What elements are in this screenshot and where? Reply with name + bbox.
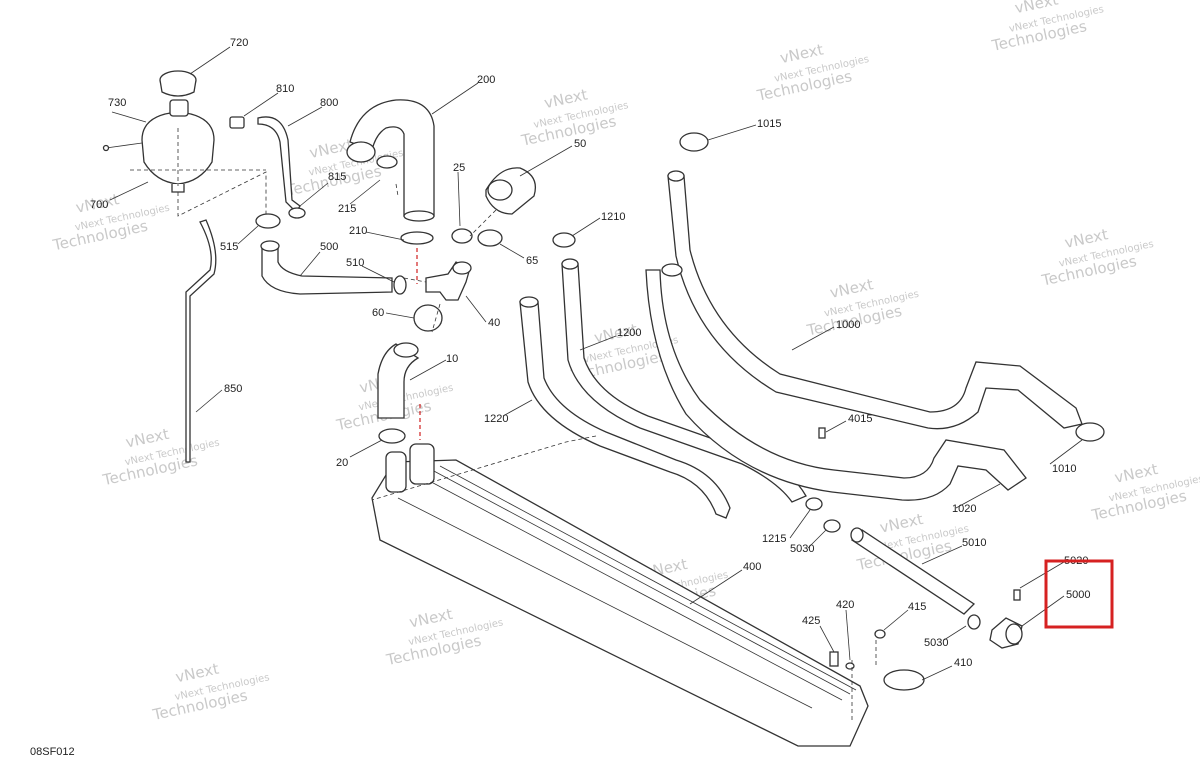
label-5030-lower[interactable]: 5030 xyxy=(924,637,948,649)
label-20[interactable]: 20 xyxy=(336,457,348,469)
label-65[interactable]: 65 xyxy=(526,255,538,267)
part-1020-hose[interactable] xyxy=(645,263,1027,501)
part-50-coupler[interactable] xyxy=(485,167,537,215)
part-1010-clamp[interactable] xyxy=(1075,422,1105,442)
part-5030-clamp-upper[interactable] xyxy=(823,519,841,533)
part-5000-connector[interactable] xyxy=(989,617,1023,649)
label-4015[interactable]: 4015 xyxy=(848,413,872,425)
label-5000[interactable]: 5000 xyxy=(1066,589,1090,601)
label-720[interactable]: 720 xyxy=(230,37,248,49)
diagram-code: 08SF012 xyxy=(30,746,75,758)
label-5010[interactable]: 5010 xyxy=(962,537,986,549)
part-720-cap[interactable] xyxy=(159,70,197,97)
highlight-box xyxy=(1044,559,1114,629)
label-515[interactable]: 515 xyxy=(220,241,238,253)
svg-text:vNext: vNext xyxy=(124,425,171,452)
svg-text:vNext: vNext xyxy=(543,85,590,112)
label-25[interactable]: 25 xyxy=(453,162,465,174)
part-425-bolt[interactable] xyxy=(829,651,839,667)
svg-text:vNext: vNext xyxy=(1113,460,1160,487)
part-10-elbow[interactable] xyxy=(377,342,420,419)
label-5030-upper[interactable]: 5030 xyxy=(790,543,814,555)
svg-text:vNext: vNext xyxy=(878,510,925,537)
part-515-clamp[interactable] xyxy=(255,213,281,229)
part-210-clamp[interactable] xyxy=(400,231,434,245)
label-1000[interactable]: 1000 xyxy=(836,319,860,331)
label-510[interactable]: 510 xyxy=(346,257,364,269)
label-1220[interactable]: 1220 xyxy=(484,413,508,425)
label-400[interactable]: 400 xyxy=(743,561,761,573)
svg-text:vNext: vNext xyxy=(408,605,455,632)
part-1220-hose[interactable] xyxy=(519,296,731,519)
svg-text:vNext: vNext xyxy=(828,275,875,302)
part-200-hose[interactable] xyxy=(346,99,435,222)
label-10[interactable]: 10 xyxy=(446,353,458,365)
part-1210-clamp[interactable] xyxy=(552,232,576,248)
assembly-lines xyxy=(130,128,877,720)
label-1020[interactable]: 1020 xyxy=(952,503,976,515)
part-400-cooler[interactable] xyxy=(371,443,869,747)
part-700-reservoir[interactable] xyxy=(102,99,215,193)
label-200[interactable]: 200 xyxy=(477,74,495,86)
label-1210[interactable]: 1210 xyxy=(601,211,625,223)
label-215[interactable]: 215 xyxy=(338,203,356,215)
part-labels: 720 730 700 810 800 815 515 500 510 850 … xyxy=(90,37,1090,669)
label-60[interactable]: 60 xyxy=(372,307,384,319)
label-815[interactable]: 815 xyxy=(328,171,346,183)
leader-lines xyxy=(109,46,1083,681)
label-800[interactable]: 800 xyxy=(320,97,338,109)
part-1015-clamp[interactable] xyxy=(679,132,709,152)
label-850[interactable]: 850 xyxy=(224,383,242,395)
label-40[interactable]: 40 xyxy=(488,317,500,329)
label-500[interactable]: 500 xyxy=(320,241,338,253)
label-700[interactable]: 700 xyxy=(90,199,108,211)
part-20-clamp[interactable] xyxy=(378,428,406,444)
part-850-hose[interactable] xyxy=(185,219,217,463)
part-60-clamp[interactable] xyxy=(413,304,443,332)
part-500-hose[interactable] xyxy=(260,240,393,295)
label-415[interactable]: 415 xyxy=(908,601,926,613)
part-5010-tube[interactable] xyxy=(850,527,976,615)
label-1015[interactable]: 1015 xyxy=(757,118,781,130)
svg-text:vNext: vNext xyxy=(174,660,221,687)
label-1215[interactable]: 1215 xyxy=(762,533,786,545)
part-1215-clamp[interactable] xyxy=(805,497,823,511)
part-1000-hose[interactable] xyxy=(667,170,1083,430)
part-40-tee[interactable] xyxy=(425,261,472,301)
label-210[interactable]: 210 xyxy=(349,225,367,237)
part-4015-clip[interactable] xyxy=(818,427,826,439)
part-5030-clamp-lower[interactable] xyxy=(967,614,981,630)
part-410-oring[interactable] xyxy=(883,669,925,691)
svg-text:vNext: vNext xyxy=(1063,225,1110,252)
part-5020-screw[interactable] xyxy=(1013,589,1021,601)
label-1200[interactable]: 1200 xyxy=(617,327,641,339)
label-730[interactable]: 730 xyxy=(108,97,126,109)
label-1010[interactable]: 1010 xyxy=(1052,463,1076,475)
label-50[interactable]: 50 xyxy=(574,138,586,150)
label-410[interactable]: 410 xyxy=(954,657,972,669)
part-65-clamp[interactable] xyxy=(477,229,503,247)
part-415-plug[interactable] xyxy=(874,629,886,639)
label-425[interactable]: 425 xyxy=(802,615,820,627)
part-810-fitting[interactable] xyxy=(229,116,245,129)
label-420[interactable]: 420 xyxy=(836,599,854,611)
part-420-washer[interactable] xyxy=(845,662,855,670)
part-215-clamp[interactable] xyxy=(376,155,398,169)
part-25-clamp[interactable] xyxy=(451,228,473,244)
label-810[interactable]: 810 xyxy=(276,83,294,95)
part-815-clamp[interactable] xyxy=(288,207,306,219)
part-510-clamp[interactable] xyxy=(393,275,407,295)
svg-text:vNext: vNext xyxy=(778,40,825,67)
